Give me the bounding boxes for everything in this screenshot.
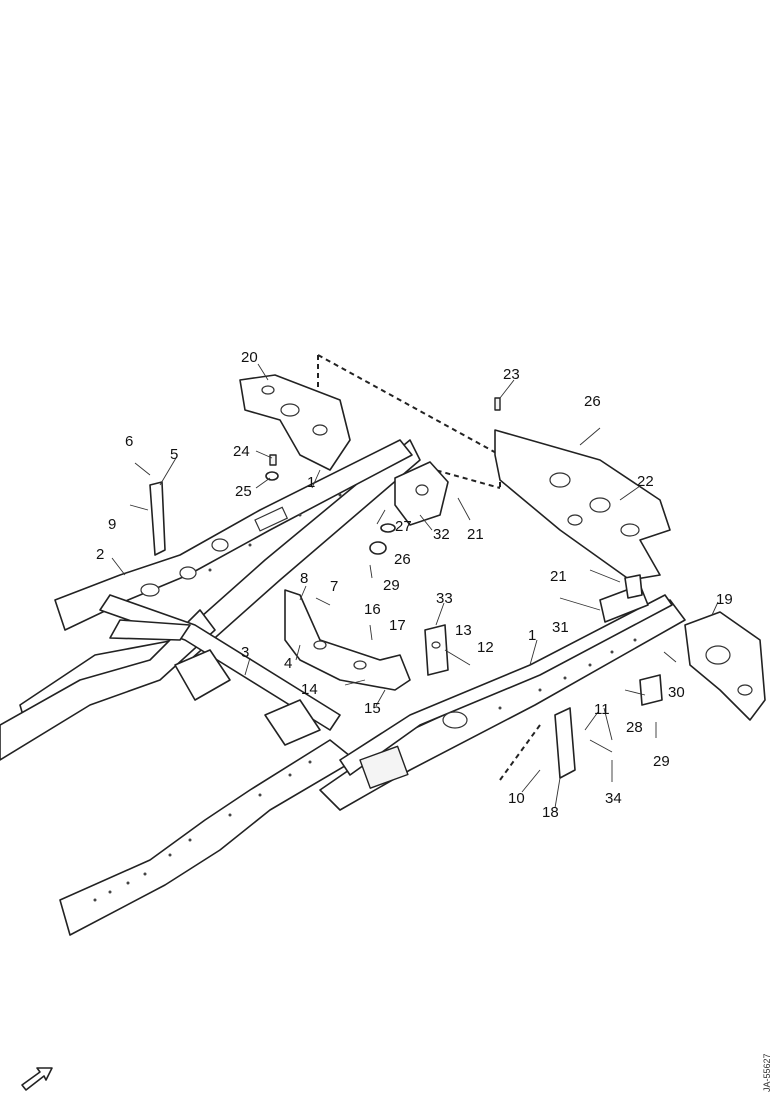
callout-4: 4 (284, 655, 292, 672)
document-id: JA-55627 (762, 1053, 772, 1092)
bracket-28 (639, 674, 663, 706)
bracket-33 (424, 624, 449, 676)
mount-bracket-22 (494, 429, 671, 581)
bracket-4 (284, 589, 411, 691)
callout-10: 10 (508, 790, 525, 807)
callout-26-lower: 26 (394, 551, 411, 568)
callout-29-lower: 29 (653, 753, 670, 770)
callout-33: 33 (436, 590, 453, 607)
forward-direction-arrow-icon (21, 1067, 53, 1091)
callout-13: 13 (455, 622, 472, 639)
callout-32: 32 (433, 526, 450, 543)
callout-2: 2 (96, 546, 104, 563)
callout-6: 6 (125, 433, 133, 450)
callout-18: 18 (542, 804, 559, 821)
right-frame-rail (319, 594, 686, 811)
callout-17: 17 (389, 617, 406, 634)
mount-bracket-20 (239, 374, 351, 471)
callout-16: 16 (364, 601, 381, 618)
callout-7: 7 (330, 578, 338, 595)
callout-28: 28 (626, 719, 643, 736)
callout-8: 8 (300, 570, 308, 587)
callout-26: 26 (584, 393, 601, 410)
callout-3: 3 (241, 644, 249, 661)
callout-23: 23 (503, 366, 520, 383)
callout-24: 24 (233, 443, 250, 460)
left-frame-rail (0, 439, 421, 936)
callout-19: 19 (716, 591, 733, 608)
bracket-5 (149, 481, 166, 556)
callout-12: 12 (477, 639, 494, 656)
callout-14: 14 (301, 681, 318, 698)
alignment-dashed-lines (317, 354, 541, 781)
callout-15: 15 (364, 700, 381, 717)
callout-25: 25 (235, 483, 252, 500)
callout-21-right: 21 (550, 568, 567, 585)
mount-bracket-19 (684, 611, 766, 721)
callout-labels: 20 23 26 6 5 24 25 1 22 9 27 32 21 2 26 … (96, 349, 733, 821)
callout-34: 34 (605, 790, 622, 807)
callout-5: 5 (170, 446, 178, 463)
callout-22: 22 (637, 473, 654, 490)
callout-11: 11 (594, 701, 610, 718)
callout-9: 9 (108, 516, 116, 533)
callout-1-right: 1 (528, 627, 536, 644)
callout-leaders (111, 363, 719, 809)
callout-31: 31 (552, 619, 569, 636)
fasteners (129, 397, 677, 753)
bracket-18 (554, 707, 576, 779)
callout-27: 27 (395, 518, 412, 535)
callout-1: 1 (307, 474, 315, 491)
callout-20: 20 (241, 349, 258, 366)
callout-30: 30 (668, 684, 685, 701)
callout-21: 21 (467, 526, 484, 543)
mount-bracket-32 (394, 461, 449, 526)
bracket-31 (599, 574, 649, 623)
callout-29: 29 (383, 577, 400, 594)
cross-member-3 (99, 594, 341, 746)
